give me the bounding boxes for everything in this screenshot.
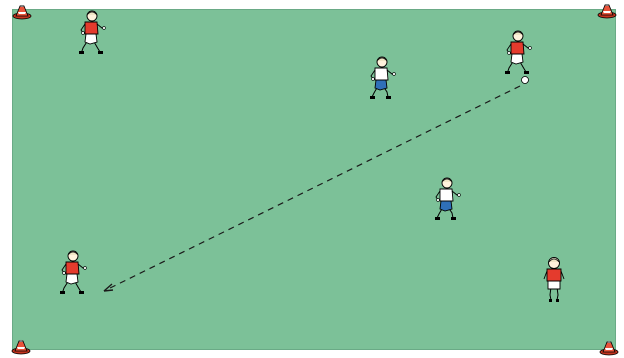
white-player-top-center (370, 57, 395, 99)
cone-bottom-left (12, 340, 30, 354)
red-player-bottom-right (544, 258, 564, 303)
cone-top-left (13, 5, 31, 19)
white-player-middle (435, 178, 460, 220)
soccer-ball-icon (522, 77, 529, 84)
red-player-with-ball (505, 31, 531, 84)
cone-top-right (598, 4, 616, 18)
pass-line (104, 86, 520, 291)
cone-bottom-right (600, 341, 618, 355)
red-player-bottom-left (60, 251, 86, 294)
red-player-top-left (79, 11, 105, 54)
